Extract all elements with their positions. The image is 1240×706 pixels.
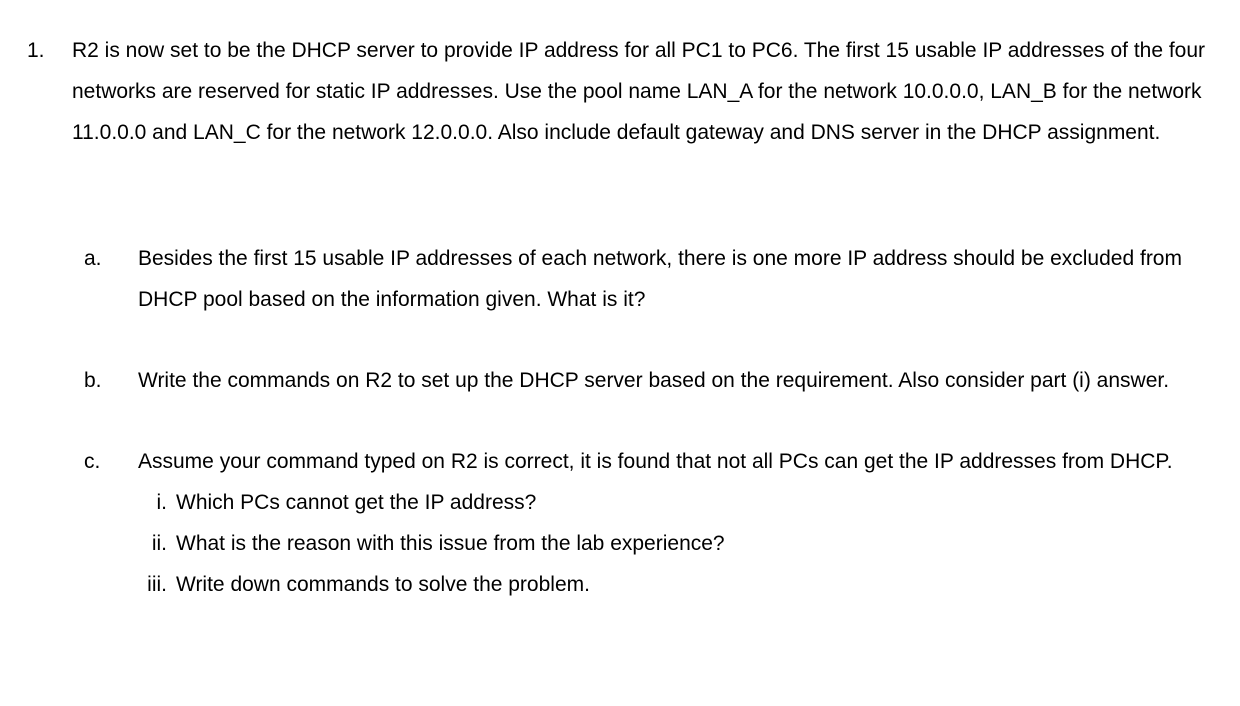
sub-item-b-body: Write the commands on R2 to set up the D…: [138, 360, 1224, 401]
sub-item-c-text: Assume your command typed on R2 is corre…: [138, 450, 1173, 473]
roman-item-iii-text: Write down commands to solve the problem…: [176, 573, 590, 596]
roman-item-iii: iii. Write down commands to solve the pr…: [138, 564, 1224, 605]
question-marker: 1.: [27, 39, 45, 62]
roman-item-i: i. Which PCs cannot get the IP address?: [138, 482, 1224, 523]
sub-item-list: a. Besides the first 15 usable IP addres…: [84, 238, 1224, 605]
sub-item-a-marker: a.: [84, 247, 102, 270]
question-item-1: 1. R2 is now set to be the DHCP server t…: [27, 30, 1207, 153]
roman-item-i-text: Which PCs cannot get the IP address?: [176, 491, 537, 514]
sub-item-b-marker: b.: [84, 369, 102, 392]
question-text: R2 is now set to be the DHCP server to p…: [72, 39, 1206, 144]
roman-item-ii-marker: ii.: [151, 532, 167, 555]
sub-item-a-text: Besides the first 15 usable IP addresses…: [138, 247, 1182, 311]
sub-item-b-text: Write the commands on R2 to set up the D…: [138, 369, 1170, 392]
sub-item-b: b. Write the commands on R2 to set up th…: [84, 360, 1224, 401]
question-body: R2 is now set to be the DHCP server to p…: [72, 30, 1207, 153]
sub-item-a-body: Besides the first 15 usable IP addresses…: [138, 238, 1224, 320]
sub-item-c-body: Assume your command typed on R2 is corre…: [138, 441, 1224, 605]
roman-item-ii-text: What is the reason with this issue from …: [176, 532, 725, 555]
sub-item-c-marker: c.: [84, 450, 101, 473]
sub-item-c: c. Assume your command typed on R2 is co…: [84, 441, 1224, 605]
roman-item-list: i. Which PCs cannot get the IP address? …: [138, 482, 1224, 605]
roman-item-ii: ii. What is the reason with this issue f…: [138, 523, 1224, 564]
roman-item-i-marker: i.: [156, 491, 168, 514]
roman-item-iii-marker: iii.: [147, 573, 167, 596]
sub-item-a: a. Besides the first 15 usable IP addres…: [84, 238, 1224, 320]
